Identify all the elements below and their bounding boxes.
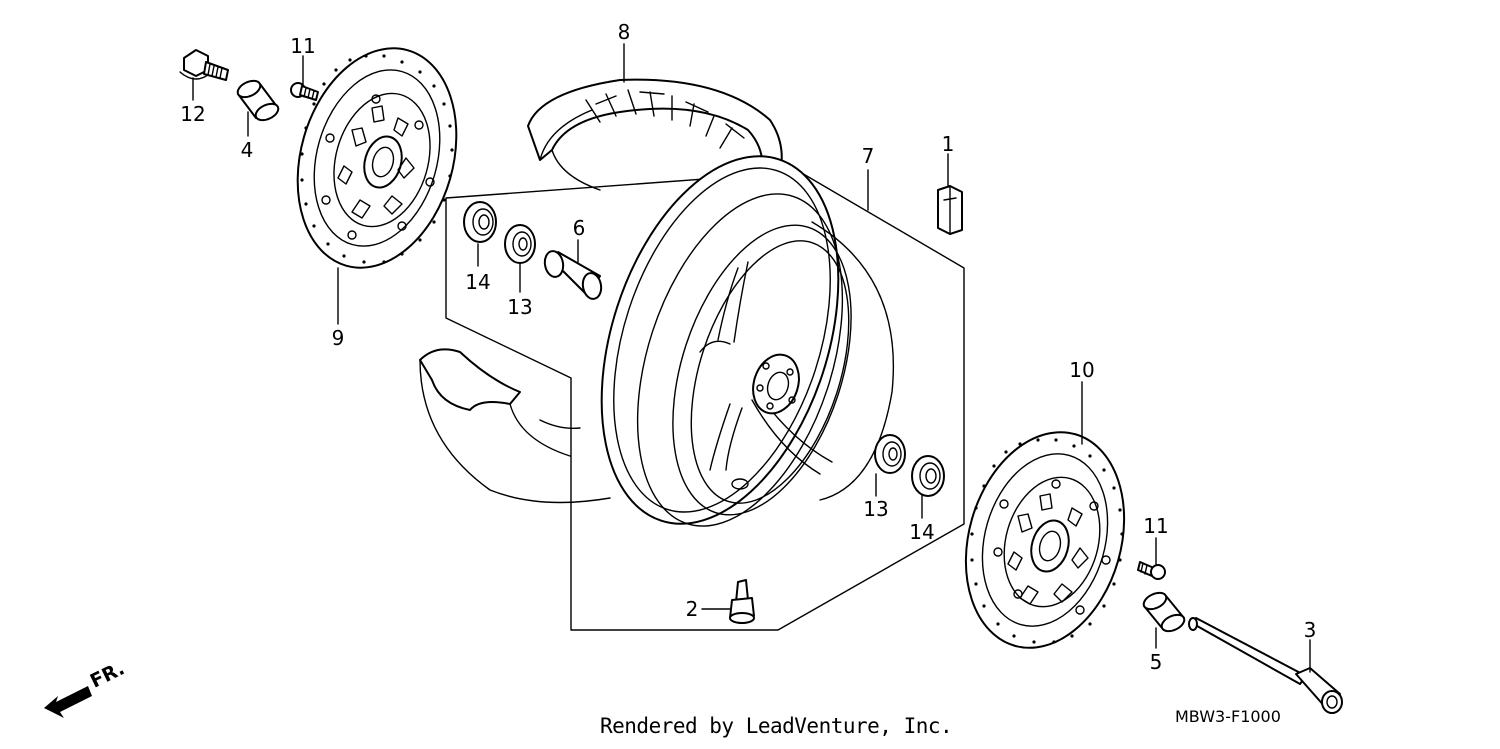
callout-13-left[interactable]: 13 (507, 295, 533, 319)
part-9-brake-disc-left[interactable] (273, 29, 481, 286)
callout-13-right[interactable]: 13 (863, 497, 889, 521)
part-6-distance-collar[interactable] (543, 250, 603, 301)
part-13-bearing-right[interactable] (874, 434, 906, 474)
callout-2[interactable]: 2 (685, 597, 699, 621)
part-11-bolt-upper[interactable] (290, 82, 319, 101)
part-5-collar[interactable] (1141, 590, 1187, 635)
front-direction-arrow-icon (44, 686, 92, 718)
callout-11-lower[interactable]: 11 (1143, 514, 1169, 538)
callout-14-right[interactable]: 14 (909, 520, 935, 544)
callout-11-upper[interactable]: 11 (290, 34, 316, 58)
callout-4[interactable]: 4 (240, 138, 254, 162)
callout-8[interactable]: 8 (617, 20, 631, 44)
callout-14-left[interactable]: 14 (465, 270, 491, 294)
part-14-dust-seal-left[interactable] (463, 201, 497, 243)
part-3-front-axle[interactable] (1188, 617, 1343, 714)
callout-5[interactable]: 5 (1149, 650, 1163, 674)
assembly-outline (445, 171, 965, 631)
callout-9[interactable]: 9 (331, 326, 345, 350)
part-12-flange-bolt[interactable] (179, 49, 229, 81)
part-11-bolt-lower[interactable] (1137, 561, 1166, 580)
part-2-tire-valve[interactable] (729, 579, 755, 624)
part-10-brake-disc-right[interactable] (942, 413, 1149, 666)
tire-lower-section (419, 348, 611, 504)
diagram-code: MBW3-F1000 (1175, 707, 1281, 726)
callout-1[interactable]: 1 (941, 132, 955, 156)
leader-lines (192, 43, 1311, 673)
part-7-wheel[interactable] (559, 126, 895, 554)
part-14-dust-seal-right[interactable] (911, 455, 945, 497)
part-1-balance-weight[interactable] (937, 185, 963, 235)
callout-7[interactable]: 7 (861, 144, 875, 168)
part-13-bearing-left[interactable] (504, 224, 536, 264)
callout-3[interactable]: 3 (1303, 618, 1317, 642)
part-4-collar[interactable] (235, 78, 281, 124)
callout-12[interactable]: 12 (180, 102, 206, 126)
callout-10[interactable]: 10 (1069, 358, 1095, 382)
callout-6[interactable]: 6 (572, 216, 586, 240)
footer-credit: Rendered by LeadVenture, Inc. (600, 714, 953, 738)
